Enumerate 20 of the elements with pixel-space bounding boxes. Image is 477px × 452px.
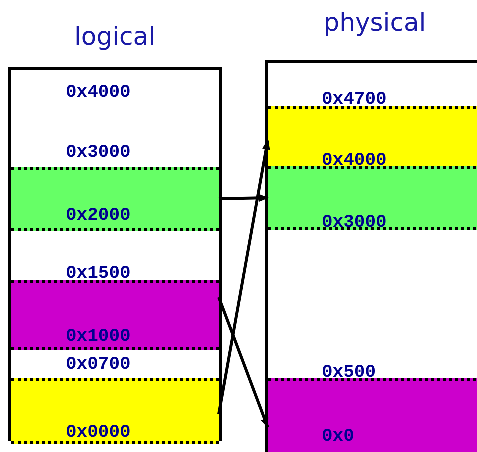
address-label: 0x3000 [322, 213, 387, 233]
memory-segment [268, 378, 477, 452]
address-label: 0x2000 [66, 206, 131, 226]
address-label: 0x1500 [66, 264, 131, 284]
address-label: 0x0000 [66, 423, 131, 443]
address-label: 0x1000 [66, 327, 131, 347]
column-heading: physical [322, 8, 428, 37]
memory-segment [11, 378, 219, 444]
memory-segment [11, 167, 219, 231]
address-label: 0x3000 [66, 143, 131, 163]
address-label: 0x0700 [66, 355, 131, 375]
column-heading: logical [73, 22, 157, 51]
memory-segment [11, 280, 219, 350]
address-label: 0x4000 [322, 151, 387, 171]
address-label: 0x500 [322, 363, 376, 383]
memory-segment [268, 106, 477, 169]
address-label: 0x4000 [66, 83, 131, 103]
address-label: 0x0 [322, 427, 354, 447]
address-label: 0x4700 [322, 90, 387, 110]
memory-segment [268, 166, 477, 230]
